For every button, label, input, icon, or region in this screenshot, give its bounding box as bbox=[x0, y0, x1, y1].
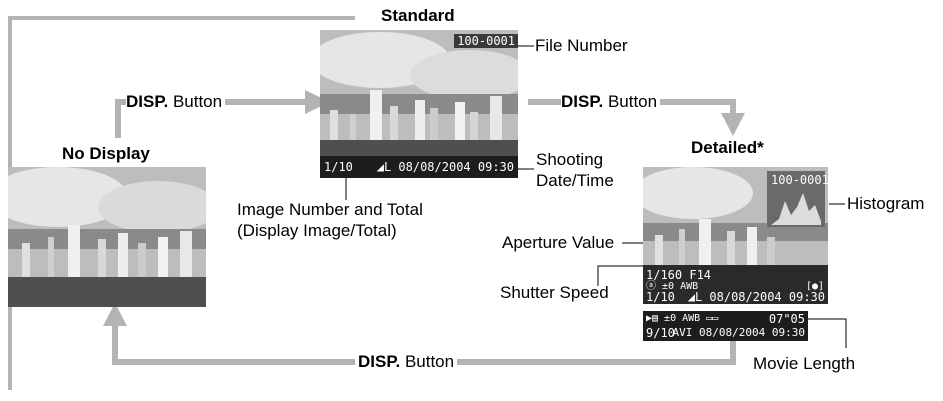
detailed-title: Detailed* bbox=[691, 138, 764, 157]
city-photo-nodisplay bbox=[8, 167, 206, 307]
standard-title: Standard bbox=[381, 6, 455, 25]
disp-button-label-2: DISP. Button bbox=[561, 92, 661, 112]
shooting-callout-line1: Shooting bbox=[536, 150, 604, 169]
file-number-callout: File Number bbox=[535, 36, 628, 55]
histogram-graph bbox=[771, 193, 821, 225]
no-display-screen bbox=[8, 167, 206, 307]
histogram-callout: Histogram bbox=[847, 194, 925, 213]
standard-file-number: 100-0001 bbox=[454, 34, 518, 48]
no-display-title: No Display bbox=[62, 144, 150, 163]
detailed-settings: ⓐ ±0 AWB bbox=[646, 281, 699, 292]
shutter-callout: Shutter Speed bbox=[500, 283, 609, 302]
detailed-datetime: ◢L 08/08/2004 09:30 bbox=[687, 290, 825, 304]
movie-settings: ▶▤ ±0 AWB ▭▭ bbox=[646, 313, 719, 324]
image-number-callout-line1: Image Number and Total bbox=[237, 200, 423, 219]
histogram-panel: 100-0001 bbox=[767, 171, 828, 227]
detailed-image-count: 1/10 bbox=[646, 290, 675, 304]
movie-length-callout: Movie Length bbox=[753, 354, 856, 373]
movie-length-value: 07"05 bbox=[768, 312, 805, 326]
disp-button-label-3: DISP. Button bbox=[355, 352, 458, 372]
movie-datetime: AVI 08/08/2004 09:30 bbox=[672, 326, 805, 339]
arrow-nodisplay-to-standard bbox=[115, 99, 305, 138]
arrowhead-to-standard bbox=[305, 90, 330, 114]
detailed-shutter-aperture: 1/160 F14 bbox=[646, 268, 712, 282]
standard-info-bar bbox=[320, 156, 518, 178]
standard-screen: 100-0001 1/10 ◢L 08/08/2004 09:30 bbox=[320, 30, 518, 178]
standard-datetime: ◢L 08/08/2004 09:30 bbox=[376, 160, 514, 174]
arrowhead-to-detailed bbox=[721, 113, 745, 136]
disp-button-label-1: DISP. Button bbox=[126, 92, 226, 112]
shooting-callout-line2: Date/Time bbox=[536, 171, 614, 190]
movie-image-count: 9/10 bbox=[646, 326, 675, 340]
standard-image-count: 1/10 bbox=[324, 160, 353, 174]
detailed-screen: 100-0001 1/160 F14 ⓐ ±0 AWB [●] 1/10 ◢L … bbox=[643, 167, 828, 304]
detailed-file-number: 100-0001 bbox=[771, 173, 828, 187]
arrowhead-to-nodisplay bbox=[103, 303, 127, 326]
aperture-callout: Aperture Value bbox=[502, 233, 615, 252]
metering-icon: [●] bbox=[805, 281, 824, 292]
movie-info-strip: ▶▤ ±0 AWB ▭▭ 07"05 9/10 AVI 08/08/2004 0… bbox=[643, 311, 808, 341]
image-number-callout-line2: (Display Image/Total) bbox=[237, 221, 397, 240]
